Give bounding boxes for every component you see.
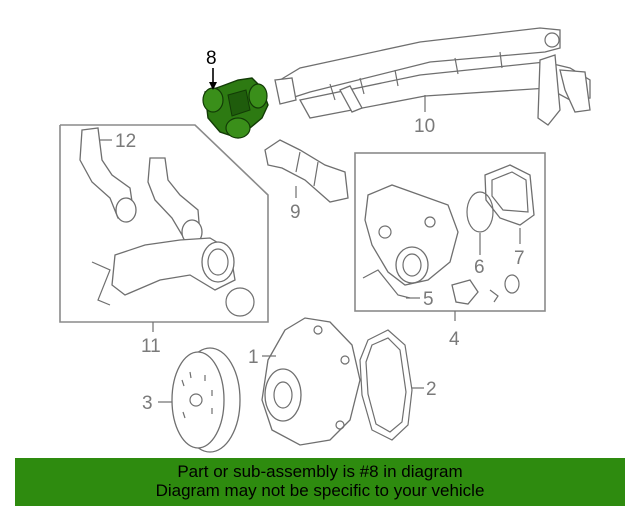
- group-box-11: [59, 124, 269, 323]
- callout-4[interactable]: 4: [449, 329, 460, 350]
- part-5-sensor[interactable]: [362, 269, 520, 305]
- banner-line-1: Part or sub-assembly is #8 in diagram: [177, 462, 463, 481]
- part-12-hose-fitting[interactable]: [79, 127, 203, 245]
- info-banner: Part or sub-assembly is #8 in diagram Di…: [15, 458, 625, 506]
- callout-3[interactable]: 3: [142, 393, 153, 414]
- part-8-thermostat-housing[interactable]: [202, 77, 269, 139]
- callout-2[interactable]: 2: [426, 379, 437, 400]
- callout-6[interactable]: 6: [474, 257, 485, 278]
- part-1-water-pump[interactable]: [261, 317, 361, 446]
- parts-diagram: 10 8 9 12 11: [59, 27, 591, 453]
- part-10-coolant-pipe[interactable]: [274, 27, 591, 126]
- part-2-gasket[interactable]: [359, 329, 413, 441]
- callout-10[interactable]: 10: [414, 116, 435, 137]
- callout-8[interactable]: 8: [206, 48, 217, 69]
- callout-9[interactable]: 9: [290, 202, 301, 223]
- group-box-4: [354, 152, 546, 312]
- callout-12[interactable]: 12: [115, 131, 136, 152]
- callout-11[interactable]: 11: [141, 336, 161, 357]
- part-11-hose-assembly[interactable]: [91, 237, 255, 317]
- callout-1[interactable]: 1: [248, 347, 259, 368]
- part-3-pulley[interactable]: [171, 347, 241, 453]
- banner-line-2: Diagram may not be specific to your vehi…: [155, 481, 485, 500]
- part-6-gasket[interactable]: [466, 191, 494, 233]
- arrow-8: [209, 82, 217, 90]
- part-7-cover[interactable]: [484, 164, 535, 226]
- callout-5[interactable]: 5: [423, 289, 434, 310]
- part-4-housing-assembly[interactable]: [364, 184, 459, 286]
- callout-7[interactable]: 7: [514, 248, 525, 269]
- part-9-hose[interactable]: [264, 139, 349, 203]
